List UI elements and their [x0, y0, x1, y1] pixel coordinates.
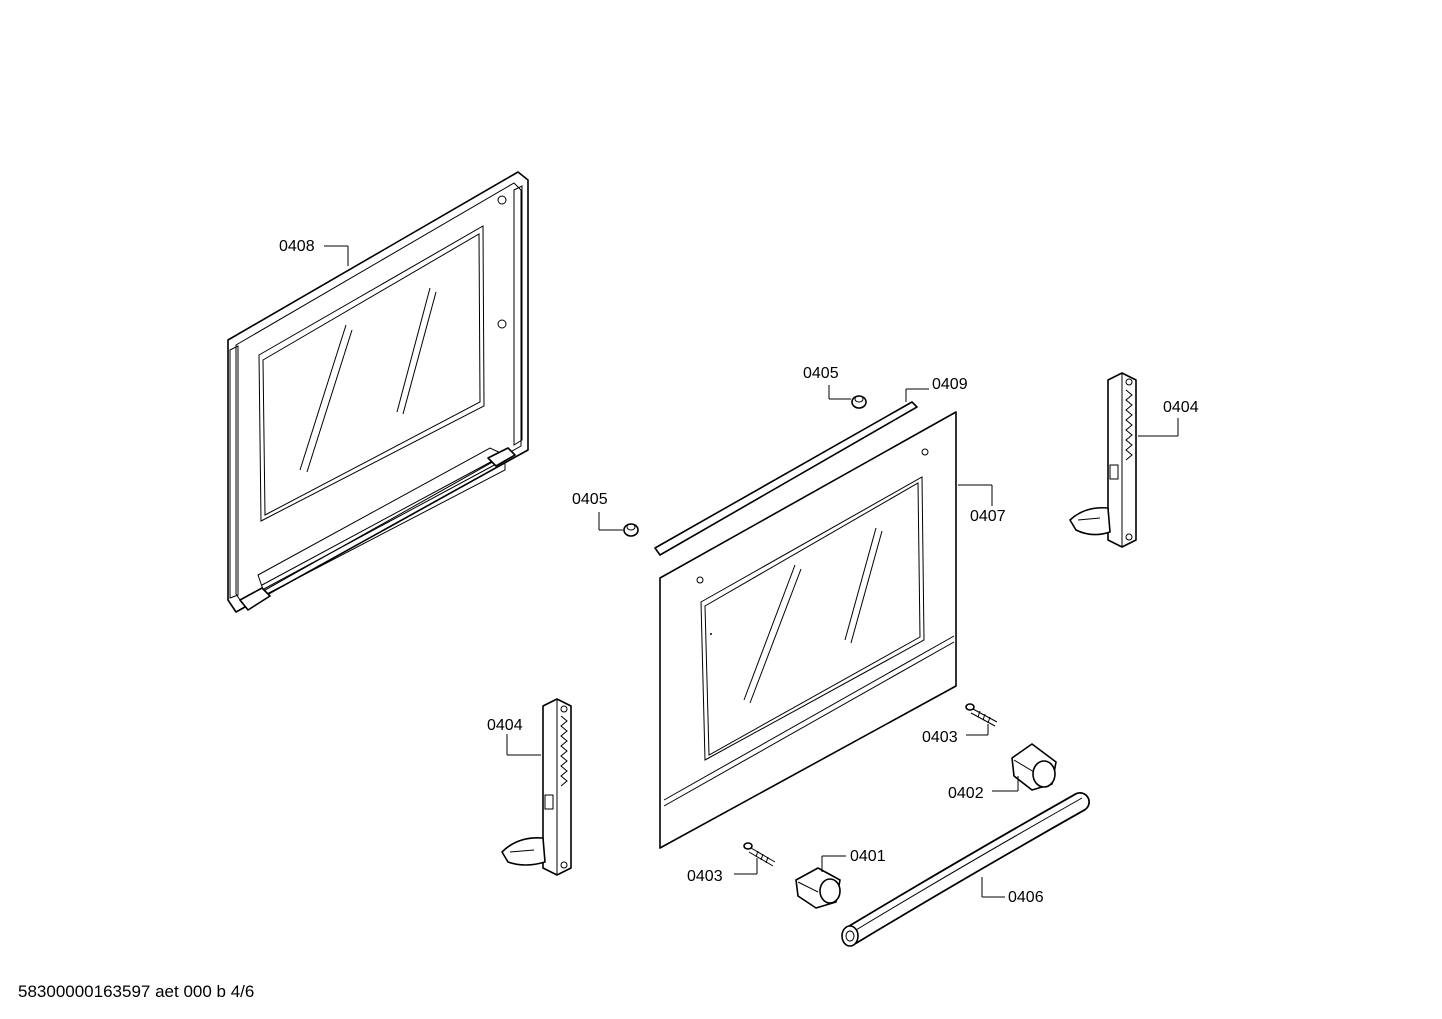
callout-0403-right: 0403	[922, 729, 958, 746]
callout-0401: 0401	[850, 848, 886, 865]
callout-0403-left: 0403	[687, 868, 723, 885]
seal-strip-part	[654, 401, 918, 556]
callout-0405-top: 0405	[803, 365, 839, 382]
door-handle-bar-part	[841, 792, 1090, 947]
handle-end-cap-part-left	[795, 867, 841, 909]
callout-0405-left: 0405	[572, 491, 608, 508]
callout-0409: 0409	[932, 376, 968, 393]
callout-0404-left: 0404	[487, 717, 523, 734]
outer-door-glass-part	[659, 411, 957, 849]
callout-0407: 0407	[970, 508, 1006, 525]
stopper-part-left	[623, 523, 639, 537]
stopper-part-top	[851, 395, 867, 409]
document-footer-id: 58300000163597 aet 000 b 4/6	[18, 982, 255, 1001]
callout-0406: 0406	[1008, 889, 1044, 906]
handle-end-cap-part	[1011, 743, 1057, 791]
screw-part-left	[743, 842, 776, 867]
callout-0402: 0402	[948, 785, 984, 802]
hinge-part-right	[1069, 372, 1137, 548]
screw-part-right	[965, 703, 998, 727]
callout-0408: 0408	[279, 238, 315, 255]
inner-door-frame-part	[227, 171, 529, 613]
callout-0404-right: 0404	[1163, 399, 1199, 416]
hinge-part-left	[501, 698, 572, 876]
